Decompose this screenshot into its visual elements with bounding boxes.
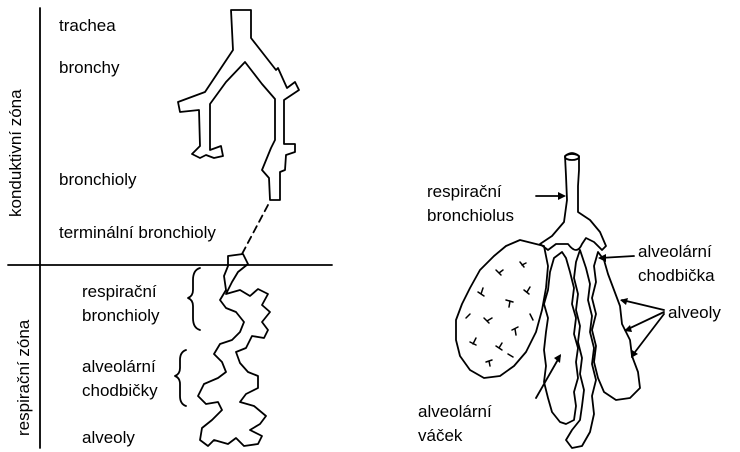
conducting-airway-tree	[178, 10, 299, 200]
label-alveolar-sac-line2: váček	[418, 424, 492, 448]
respiratory-bronchiole-stem	[540, 153, 606, 250]
alveolar-sac-middle-right	[566, 250, 596, 448]
label-trachea: trachea	[59, 15, 116, 37]
label-alveoli-right: alveoly	[668, 302, 721, 324]
label-alveolar-duct-line2: chodbička	[638, 264, 715, 288]
label-alveoli-left: alveoly	[82, 427, 135, 449]
respiratory-bronchiole-opening	[565, 154, 579, 160]
alveolar-lobule	[456, 240, 548, 378]
alveolar-sac-middle-left	[544, 252, 578, 424]
label-respiratory-bronchiole: respirační bronchiolus	[427, 180, 514, 228]
brace-respiratory-bronchioles	[188, 268, 200, 330]
label-bronchioles: bronchioly	[59, 169, 137, 191]
label-terminal-bronchioles: terminální bronchioly	[59, 222, 216, 244]
conductive-zone-label: konduktivní zóna	[6, 89, 26, 217]
arrowhead-respiratory-bronchiole	[558, 192, 566, 200]
label-respiratory-bronchiole-line1: respirační	[427, 180, 514, 204]
arrowhead-alveoli-1	[620, 298, 628, 305]
label-bronchi: bronchy	[59, 57, 119, 79]
label-alveolar-sac-line1: alveolární	[418, 400, 492, 424]
arrowhead-alveoli-3	[631, 350, 638, 358]
respiratory-zone-label: respirační zóna	[14, 320, 34, 436]
label-alveolar-sac: alveolární váček	[418, 400, 492, 448]
label-alveolar-duct-line1: alveolární	[638, 240, 715, 264]
label-alveolar-duct: alveolární chodbička	[638, 240, 715, 288]
arrowhead-alveolar-duct	[598, 254, 606, 262]
label-respiratory-bronchioles-line1: respirační	[82, 280, 160, 304]
pointer-alveoli-1	[622, 300, 664, 310]
terminal-bronchiole-connector	[242, 205, 268, 254]
label-respiratory-bronchioles-line2: bronchioly	[82, 304, 160, 328]
label-alveolar-ducts-line2: chodbičky	[82, 379, 158, 403]
label-alveolar-ducts: alveolární chodbičky	[82, 355, 158, 403]
brace-alveolar-ducts	[175, 350, 186, 406]
label-alveolar-ducts-line1: alveolární	[82, 355, 158, 379]
label-respiratory-bronchiole-line2: bronchiolus	[427, 204, 514, 228]
label-respiratory-bronchioles: respirační bronchioly	[82, 280, 160, 328]
respiratory-airway	[198, 254, 270, 446]
pointer-alveolar-sac	[536, 356, 560, 398]
